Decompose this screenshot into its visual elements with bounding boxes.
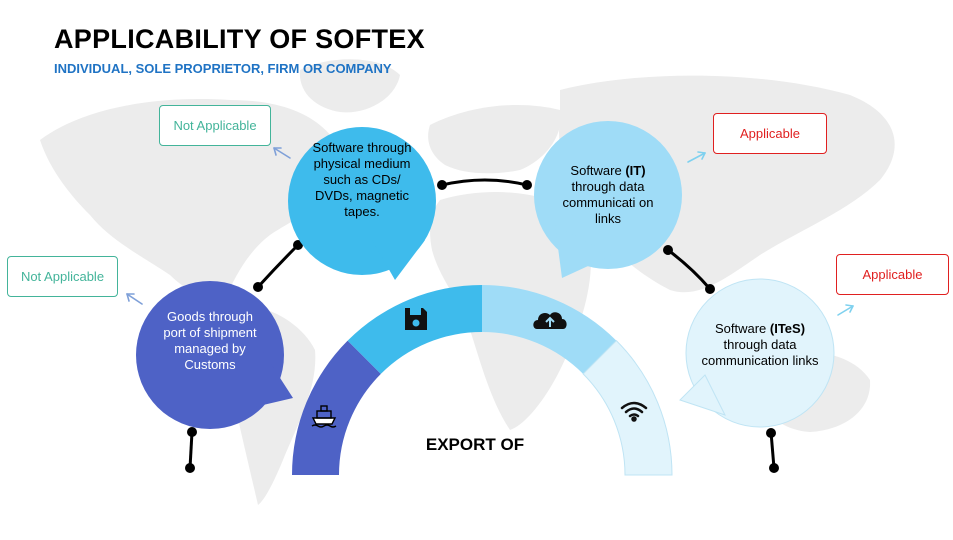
cloud-upload-icon xyxy=(533,312,567,329)
ship-icon xyxy=(311,405,337,428)
arc-segment-it xyxy=(482,285,617,374)
connector-dot xyxy=(769,463,779,473)
bubble-physical-text: Software through physical medium such as… xyxy=(310,140,414,220)
bubble-text-part: (ITeS) xyxy=(769,321,806,336)
bubble-ites xyxy=(679,278,835,428)
bubble-text-part: through data communicati on links xyxy=(562,179,654,226)
center-label: EXPORT OF xyxy=(425,435,525,454)
floppy-disk-icon xyxy=(405,308,427,330)
arrow-icon xyxy=(273,147,291,159)
connector-goods-physical xyxy=(256,243,300,289)
connector-dot xyxy=(705,284,715,294)
connector-dot xyxy=(293,240,303,250)
bubble-text-part: Software xyxy=(570,163,626,178)
arrow-icon xyxy=(687,151,706,163)
europe-shape xyxy=(428,105,561,174)
status-tag-it: Applicable xyxy=(713,113,827,154)
bubble-text-part: (IT) xyxy=(625,163,646,178)
connector-dot xyxy=(187,427,197,437)
connector-it-ites xyxy=(667,248,712,290)
connector-physical-it xyxy=(441,178,528,187)
page-subtitle: INDIVIDUAL, SOLE PROPRIETOR, FIRM OR COM… xyxy=(54,61,392,76)
bubble-it xyxy=(534,121,682,278)
connector-dot xyxy=(253,282,263,292)
status-tag-goods: Not Applicable xyxy=(7,256,118,297)
bubble-ites-text: Software (ITeS) through data communicati… xyxy=(700,321,820,369)
bubble-text-part: Software through physical medium such as… xyxy=(312,140,412,219)
page-title: APPLICABILITY OF SOFTEX xyxy=(54,24,425,54)
connector-dot xyxy=(437,180,447,190)
bubble-text-part: through data communication links xyxy=(701,337,819,368)
arc-segment-ites xyxy=(582,339,673,476)
connector-dot xyxy=(522,180,532,190)
status-tag-physical: Not Applicable xyxy=(159,105,271,146)
arc-segment-goods xyxy=(292,340,381,475)
arrow-icon xyxy=(837,304,854,316)
wifi-icon xyxy=(620,401,648,422)
bubble-text-part: Goods through port of shipment managed b… xyxy=(163,309,257,372)
bubble-it-text: Software (IT) through data communicati o… xyxy=(556,163,660,227)
bubble-goods-text: Goods through port of shipment managed b… xyxy=(158,309,262,373)
connector-goods-bottom xyxy=(188,431,194,469)
connector-ites-bottom xyxy=(769,431,776,469)
connector-dot xyxy=(766,428,776,438)
status-tag-ites: Applicable xyxy=(836,254,949,295)
bubble-physical xyxy=(288,127,436,280)
greenland-shape xyxy=(299,59,400,113)
north-america-shape xyxy=(40,99,345,301)
connector-dot xyxy=(663,245,673,255)
bubble-text-part: Software xyxy=(714,321,770,336)
arrow-icon xyxy=(126,293,143,305)
bubble-goods xyxy=(136,281,293,429)
connector-dot xyxy=(185,463,195,473)
